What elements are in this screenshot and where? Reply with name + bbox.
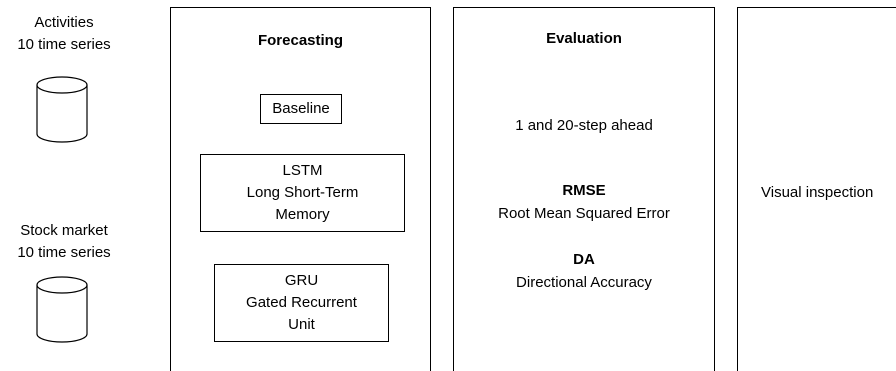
model-box-lstm: LSTM Long Short-Term Memory xyxy=(200,154,405,232)
panel-title: Evaluation xyxy=(546,30,622,47)
data-source-name: Activities xyxy=(34,14,94,31)
forecasting-panel: Forecasting Baseline LSTM Long Short-Ter… xyxy=(170,7,431,371)
forecast-horizon: 1 and 20-step ahead xyxy=(515,117,653,134)
database-icon xyxy=(36,276,88,343)
model-label: Memory xyxy=(275,206,330,223)
data-source-stock-market: Stock market 10 time series xyxy=(0,220,128,264)
model-label: Unit xyxy=(288,316,315,333)
panel-title: Forecasting xyxy=(257,32,344,49)
data-source-detail: 10 time series xyxy=(17,244,111,261)
inspection-panel: Visual inspection xyxy=(737,7,896,371)
model-label: Gated Recurrent xyxy=(246,294,357,311)
metric-full-name: Root Mean Squared Error xyxy=(498,205,670,222)
data-source-activities: Activities 10 time series xyxy=(0,12,128,56)
model-label: Long Short-Term xyxy=(246,184,359,201)
evaluation-panel: Evaluation 1 and 20-step ahead RMSE Root… xyxy=(453,7,715,371)
metric-full-name: Directional Accuracy xyxy=(516,274,652,291)
data-source-detail: 10 time series xyxy=(17,36,111,53)
model-label: GRU xyxy=(284,272,319,289)
inspection-label: Visual inspection xyxy=(761,184,874,201)
model-label: LSTM xyxy=(282,162,323,179)
metric-abbreviation: RMSE xyxy=(562,182,606,199)
model-label: Baseline xyxy=(272,100,330,117)
model-box-baseline: Baseline xyxy=(260,94,342,124)
data-source-name: Stock market xyxy=(20,222,108,239)
metric-abbreviation: DA xyxy=(573,251,595,268)
database-icon xyxy=(36,76,88,143)
model-box-gru: GRU Gated Recurrent Unit xyxy=(214,264,389,342)
